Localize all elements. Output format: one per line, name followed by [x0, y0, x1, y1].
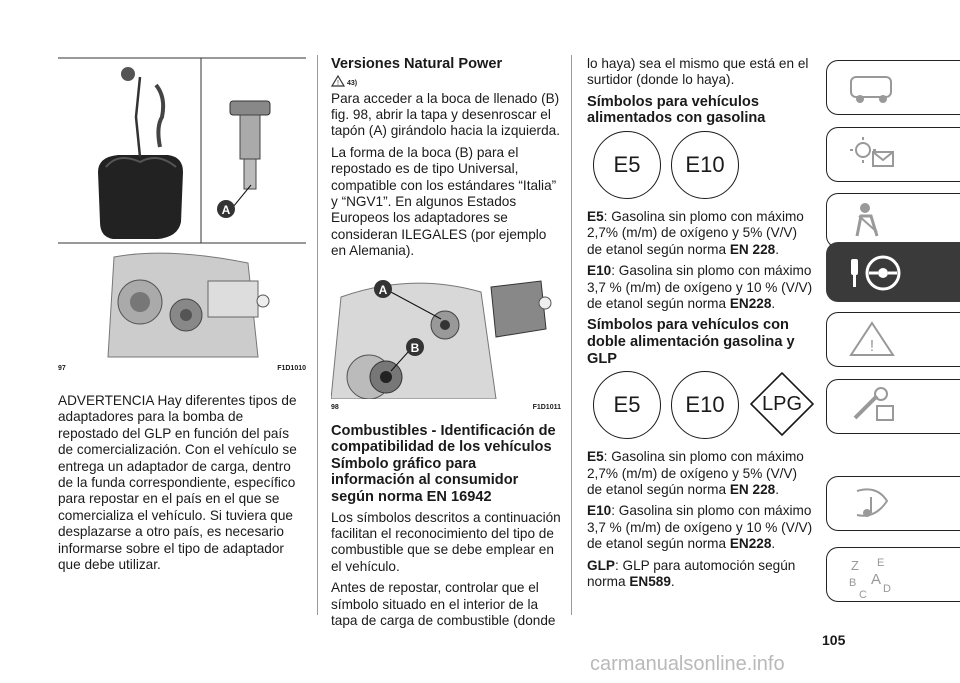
wrench-maintenance-icon	[853, 387, 894, 421]
heading-natural-power: Versiones Natural Power	[331, 56, 503, 72]
tab-testigos-mensajes[interactable]	[826, 127, 960, 182]
figure-97-number: 97	[58, 365, 66, 372]
lpg-diamond-icon	[750, 372, 814, 437]
e10-symbol: E10	[671, 371, 739, 440]
column-2: Versiones Natural Power ! 43) Para acced…	[330, 56, 561, 634]
paragraph-1: Para acceder a la boca de llenado (B) fi…	[331, 90, 560, 139]
paragraph-4: Antes de repostar, controlar que el símb…	[331, 580, 556, 629]
reference-number: 43)	[347, 79, 358, 87]
column-divider	[317, 55, 318, 615]
svg-text:D: D	[883, 583, 891, 595]
steering-wheel-key-icon	[851, 255, 901, 291]
tab-multimedia[interactable]	[826, 476, 960, 531]
e10-description-dual: E10: Gasolina sin plomo con máximo 3,7 %…	[587, 503, 813, 552]
svg-text:!: !	[870, 338, 874, 355]
watermark: carmanualsonline.info	[590, 653, 785, 675]
alphabetical-index-icon: Z E B A C D	[849, 557, 891, 598]
symbols-row-dual: E5 E10 LPG	[593, 371, 815, 440]
heading-gasolina: Símbolos para vehículos alimentados con …	[587, 93, 766, 127]
tab-indice-alfabetico[interactable]: Z E B A C D	[826, 547, 960, 602]
symbols-row-gasoline: E5 E10	[593, 131, 815, 199]
figure-98-label-a: A	[379, 283, 388, 297]
music-nav-icon	[856, 488, 889, 517]
figure-97-code: F1D1010	[277, 365, 306, 372]
paragraph-3: Los símbolos descritos a continuación fa…	[331, 509, 561, 574]
e5-symbol: E5	[593, 371, 661, 440]
e5-description-dual: E5: Gasolina sin plomo con máximo 2,7% (…	[587, 449, 804, 498]
warning-triangle-icon: !	[331, 74, 345, 87]
tab-seguridad[interactable]	[826, 193, 960, 248]
e10-description: E10: Gasolina sin plomo con máximo 3,7 %…	[587, 263, 813, 312]
column-3: lo haya) sea el mismo que está en el sur…	[587, 56, 815, 595]
paragraph-continued: lo haya) sea el mismo que está en el sur…	[587, 56, 809, 88]
figure-97-image: A	[58, 57, 306, 358]
svg-text:E: E	[877, 557, 884, 569]
svg-text:Z: Z	[851, 558, 859, 573]
column-divider	[571, 55, 572, 615]
glp-description: GLP: GLP para automoción según norma EN5…	[587, 557, 796, 590]
lpg-symbol: LPG	[749, 371, 815, 437]
figure-98-image: A B	[330, 279, 552, 400]
tab-mantenimiento[interactable]	[826, 379, 960, 434]
figure-98-code: F1D1011	[532, 403, 561, 411]
svg-text:!: !	[337, 80, 339, 87]
figure-98-number: 98	[331, 403, 339, 411]
column-1: A 97 F1D1010 ADVERTENCIA Hay diferentes …	[58, 57, 306, 578]
e10-symbol: E10	[671, 131, 739, 199]
e5-symbol: E5	[593, 131, 661, 199]
heading-doble-alimentacion: Símbolos para vehículos con doble alimen…	[587, 317, 795, 367]
reference-note: ! 43)	[331, 74, 561, 87]
figure-98-label-b: B	[411, 341, 420, 355]
paragraph-2: La forma de la boca (B) para el repostad…	[331, 144, 557, 259]
sun-lights-icon	[850, 137, 894, 167]
svg-text:B: B	[849, 577, 856, 589]
page-number: 105	[822, 632, 846, 648]
advertencia-text: ADVERTENCIA Hay diferentes tipos de adap…	[58, 393, 297, 573]
svg-text:C: C	[859, 589, 867, 598]
tab-conocimiento-vehiculo[interactable]	[826, 60, 960, 115]
figure-98-caption: 98 F1D1011	[331, 404, 561, 411]
figure-97-caption: 97 F1D1010	[58, 365, 306, 372]
heading-combustibles: Combustibles - Identificación de compati…	[331, 422, 556, 506]
seat-belt-safety-icon	[855, 203, 879, 237]
tab-en-emergencia[interactable]: !	[826, 312, 960, 367]
lpg-symbol-text: LPG	[761, 393, 803, 416]
car-dashboard-icon	[850, 76, 892, 103]
svg-text:A: A	[871, 571, 881, 588]
warning-triangle-icon: !	[849, 321, 895, 356]
e5-description: E5: Gasolina sin plomo con máximo 2,7% (…	[587, 209, 804, 257]
figure-97-label-a: A	[222, 203, 231, 217]
tab-arranque-conduccion[interactable]	[826, 242, 960, 302]
